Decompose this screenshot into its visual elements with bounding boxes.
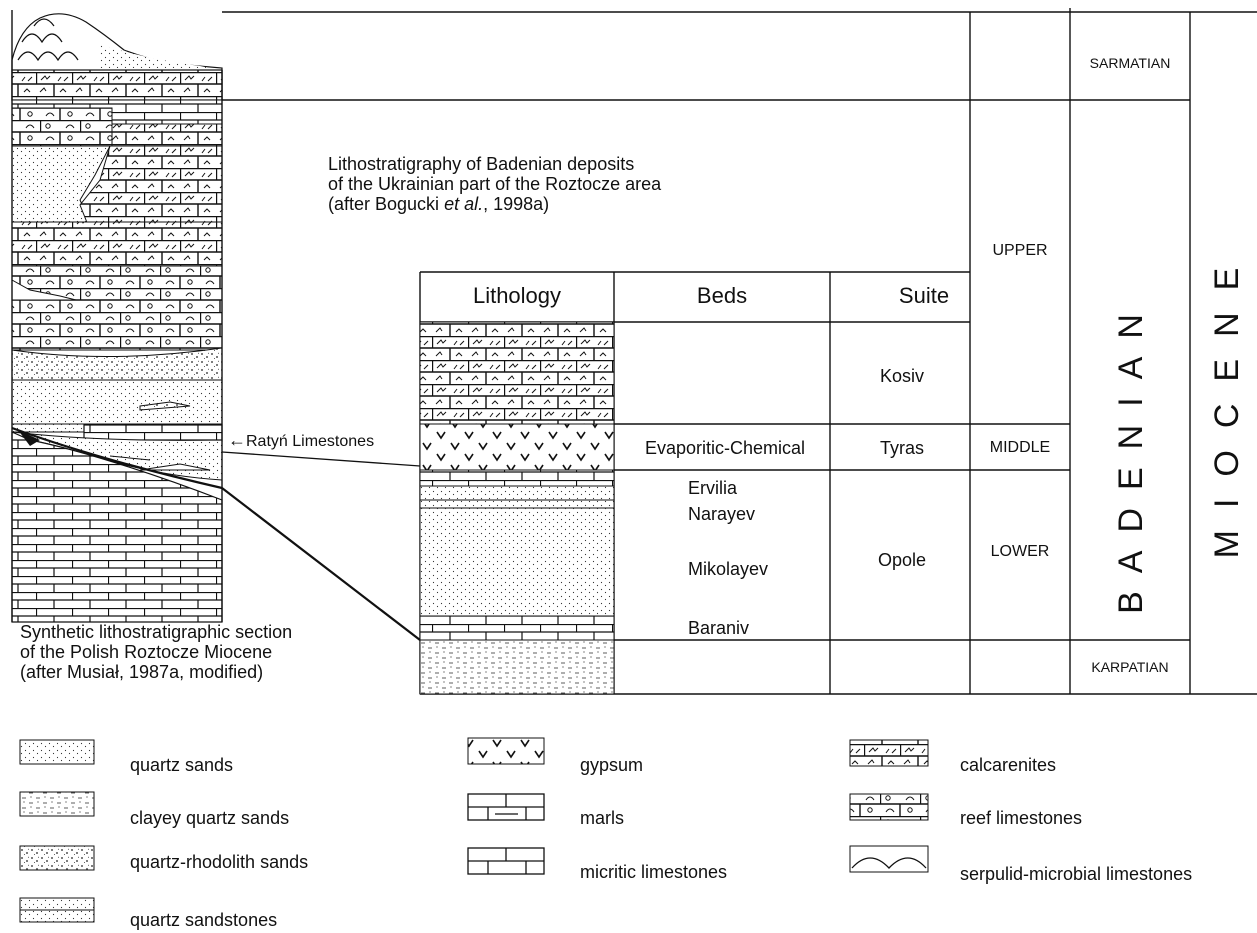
legend-label-clayey-quartz-sands: clayey quartz sands xyxy=(130,808,289,828)
bed-evaporitic: Evaporitic-Chemical xyxy=(645,438,805,458)
header-suite: Suite xyxy=(899,283,949,308)
stage-karpatian: KARPATIAN xyxy=(1091,659,1168,675)
legend-swatch-clayey-quartz-sands xyxy=(19,791,95,817)
legend-swatch-reef-limestones xyxy=(849,793,929,821)
caption-pol-line2: of the Polish Roztocze Miocene xyxy=(20,642,272,662)
caption-ukr-line3: (after Bogucki et al., 1998a) xyxy=(328,194,549,214)
legend-label-micritic-limestones: micritic limestones xyxy=(580,862,727,882)
legend-swatch-quartz-rhodolith-sands xyxy=(19,845,95,871)
legend-swatch-quartz-sands xyxy=(19,739,95,765)
substage-upper: UPPER xyxy=(992,242,1047,259)
suite-opole: Opole xyxy=(878,550,926,570)
header-beds: Beds xyxy=(697,283,747,308)
caption-pol-line3: (after Musiał, 1987a, modified) xyxy=(20,662,263,682)
legend-swatch-marls xyxy=(467,793,545,821)
legend-label-quartz-sands: quartz sands xyxy=(130,755,233,775)
legend-swatch-quartz-sandstones xyxy=(19,897,95,923)
legend-swatch-gypsum xyxy=(467,737,545,765)
legend-label-calcarenites: calcarenites xyxy=(960,755,1056,775)
legend-label-reef-limestones: reef limestones xyxy=(960,808,1082,828)
caption-ukr-line2: of the Ukrainian part of the Roztocze ar… xyxy=(328,174,662,194)
caption-pol-line1: Synthetic lithostratigraphic section xyxy=(20,622,292,642)
legend-label-marls: marls xyxy=(580,808,624,828)
stratigraphy-table-grid xyxy=(222,8,1257,695)
suite-kosiv: Kosiv xyxy=(880,366,924,386)
legend-label-quartz-sandstones: quartz sandstones xyxy=(130,910,277,930)
caption-polish: Synthetic lithostratigraphic section of … xyxy=(20,622,292,682)
bed-narayev: Narayev xyxy=(688,504,755,524)
legend-swatch-calcarenites xyxy=(849,739,929,767)
legend: quartz sands clayey quartz sands quartz-… xyxy=(19,737,1192,930)
legend-label-serpulid-microbial-limestones: serpulid-microbial limestones xyxy=(960,864,1192,884)
caption-ukr-line1: Lithostratigraphy of Badenian deposits xyxy=(328,154,634,174)
substage-lower: LOWER xyxy=(991,543,1050,560)
stage-sarmatian: SARMATIAN xyxy=(1090,55,1171,71)
bed-ervilia: Ervilia xyxy=(688,478,738,498)
ratyn-limestones-label: Ratyń Limestones xyxy=(246,433,374,450)
legend-label-gypsum: gypsum xyxy=(580,755,643,775)
epoch-miocene: MIOCENE xyxy=(1208,246,1246,559)
ratyn-arrow-icon: ← xyxy=(228,430,246,450)
polish-section-column xyxy=(11,10,223,623)
caption-ukrainian: Lithostratigraphy of Badenian deposits o… xyxy=(328,154,662,214)
correlation-lines xyxy=(11,426,421,641)
lithology-column xyxy=(419,321,615,695)
legend-swatch-micritic-limestones xyxy=(467,847,545,875)
header-lithology: Lithology xyxy=(473,283,561,308)
bed-mikolayev: Mikolayev xyxy=(688,559,768,579)
suite-tyras: Tyras xyxy=(880,438,924,458)
bed-baraniv: Baraniv xyxy=(688,618,749,638)
legend-swatch-serpulid-microbial-limestones xyxy=(849,845,929,873)
stage-badenian: BADENIAN xyxy=(1112,296,1150,614)
legend-label-quartz-rhodolith-sands: quartz-rhodolith sands xyxy=(130,852,308,872)
substage-middle: MIDDLE xyxy=(990,439,1050,456)
